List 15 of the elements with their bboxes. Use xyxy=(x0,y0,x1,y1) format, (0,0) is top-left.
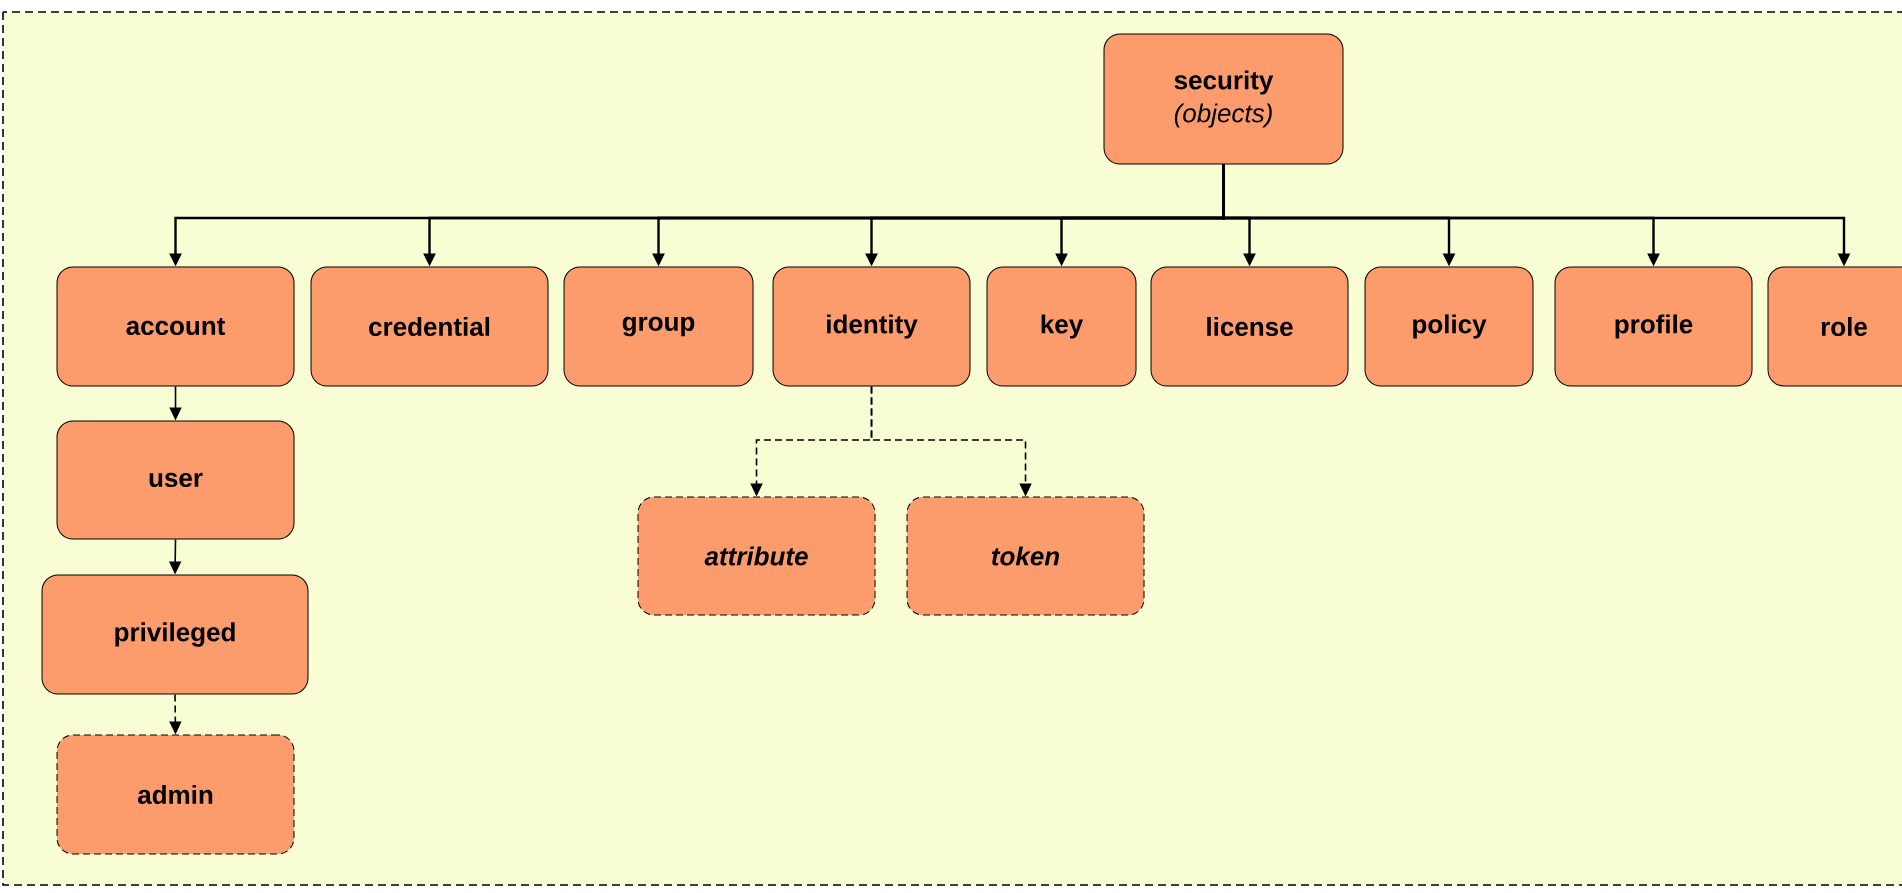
category-box: group xyxy=(563,266,754,387)
category-box: security (objects) xyxy=(1103,33,1344,165)
category-box: admin xyxy=(56,734,295,855)
category-box: license xyxy=(1150,266,1349,387)
category-box: policy xyxy=(1364,266,1534,387)
category-box: key xyxy=(986,266,1137,387)
category-box: token xyxy=(906,496,1145,616)
category-box: profile xyxy=(1554,266,1753,387)
category-box: privileged xyxy=(41,574,309,695)
category-box: attribute xyxy=(637,496,876,616)
category-box: identity xyxy=(772,266,971,387)
category-box: credential xyxy=(310,266,549,387)
category-box: role xyxy=(1767,266,1902,387)
category-box: user xyxy=(56,420,295,540)
category-box: account xyxy=(56,266,295,387)
